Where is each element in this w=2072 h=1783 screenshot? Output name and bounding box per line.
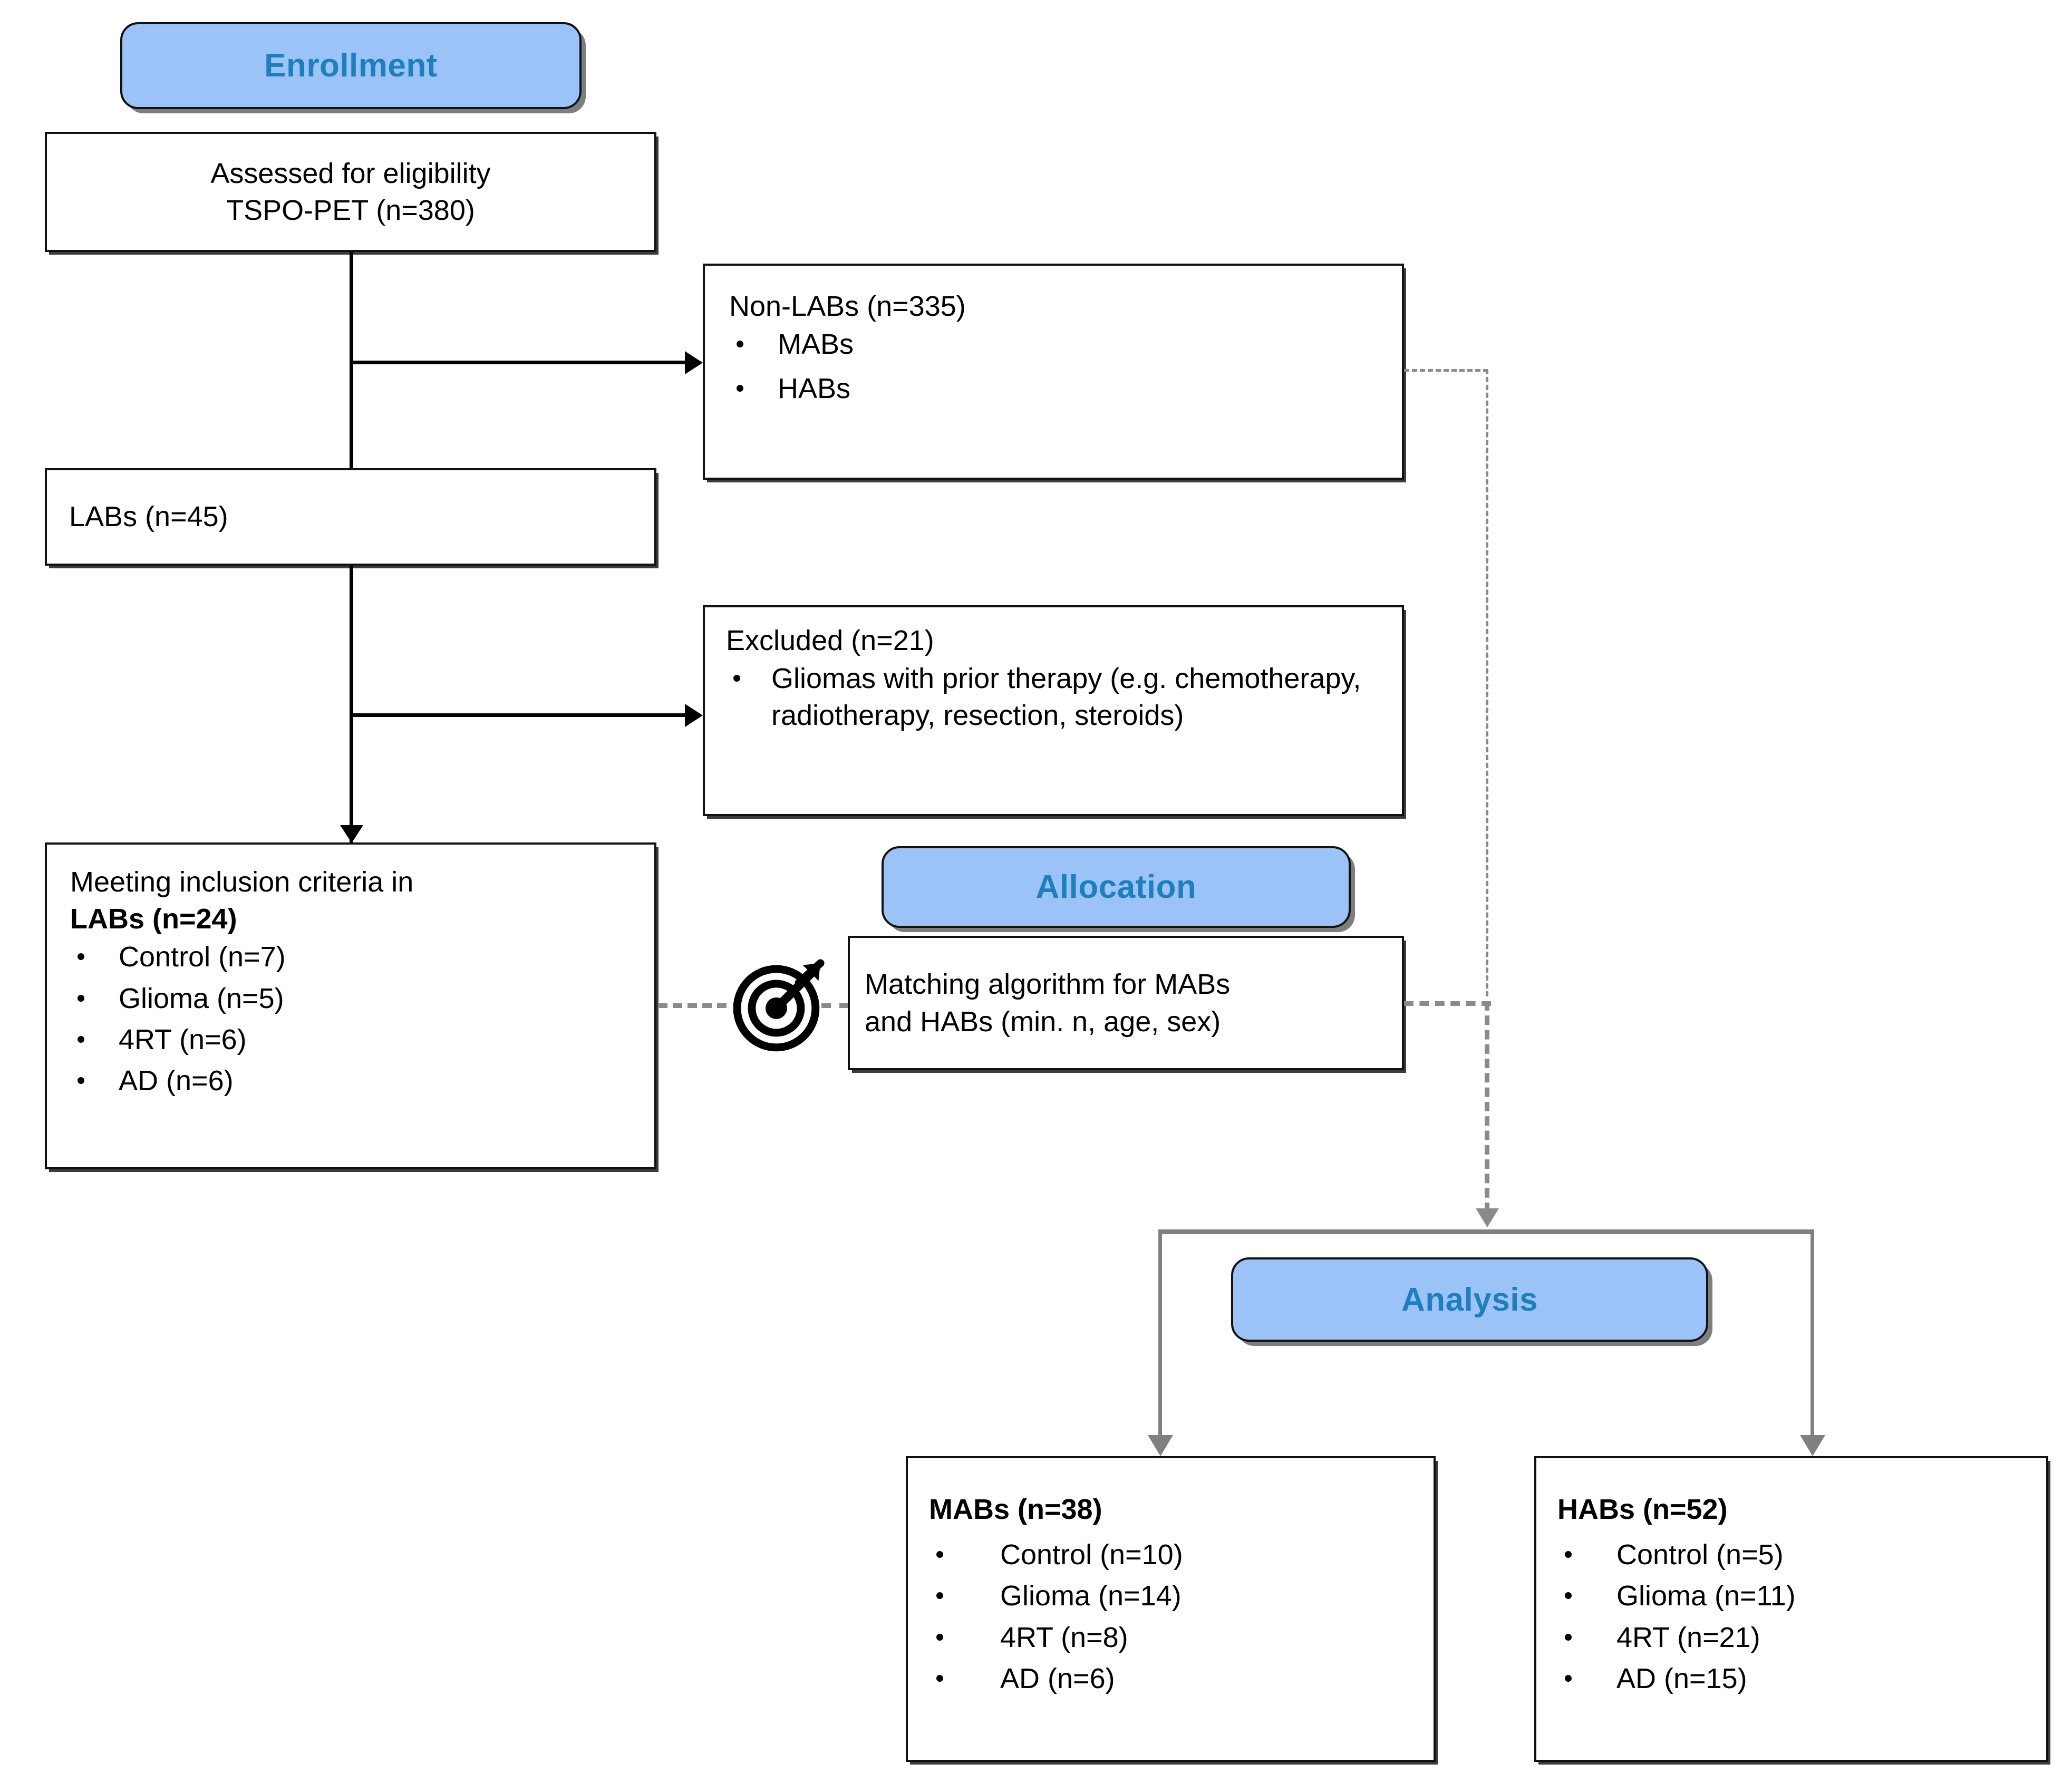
stage-pill-enrollment: Enrollment (120, 22, 582, 109)
arrow-to-inclusion (340, 825, 363, 843)
box-excluded: Excluded (n=21) Gliomas with prior thera… (703, 605, 1404, 816)
stage-label-enrollment: Enrollment (264, 47, 438, 84)
connector-analysis-right-drop (1810, 1229, 1814, 1440)
target-icon (730, 955, 828, 1053)
arrow-dashed-to-analysis (1476, 1208, 1499, 1227)
list-item: Glioma (n=5) (70, 980, 631, 1017)
list-item: Control (n=10) (929, 1536, 1412, 1573)
box-inclusion-criteria: Meeting inclusion criteria in LABs (n=24… (45, 842, 656, 1169)
stage-label-analysis: Analysis (1401, 1281, 1538, 1318)
arrow-analysis-to-mabs (1148, 1435, 1173, 1456)
connector-to-non-labs (350, 361, 698, 364)
stage-pill-allocation: Allocation (882, 846, 1351, 928)
stage-pill-analysis: Analysis (1231, 1257, 1708, 1342)
connector-eligibility-trunk (350, 252, 353, 468)
matching-line-1: Matching algorithm for MABs (865, 968, 1231, 1001)
box-assessed-eligibility: Assessed for eligibility TSPO-PET (n=380… (45, 132, 656, 252)
eligibility-line-1: Assessed for eligibility (210, 157, 491, 189)
mabs-title: MABs (n=38) (929, 1494, 1102, 1525)
list-item: AD (n=15) (1557, 1660, 2025, 1697)
list-item: Glioma (n=11) (1557, 1577, 2025, 1614)
list-item: Control (n=5) (1557, 1536, 2025, 1573)
connector-matching-to-analysis (1404, 1001, 1491, 1006)
list-item: AD (n=6) (70, 1062, 631, 1099)
list-item: 4RT (n=21) (1557, 1619, 2025, 1656)
matching-line-2: and HABs (min. n, age, sex) (865, 1005, 1221, 1038)
stage-label-allocation: Allocation (1035, 869, 1197, 905)
box-non-labs: Non-LABs (n=335) MABs HABs (703, 264, 1404, 480)
mabs-list: Control (n=10) Glioma (n=14) 4RT (n=8) A… (929, 1536, 1412, 1697)
connector-analysis-top-bar (1158, 1229, 1814, 1234)
list-item: 4RT (n=6) (70, 1021, 631, 1058)
connector-analysis-left-drop (1158, 1229, 1162, 1440)
connector-to-excluded (350, 713, 698, 717)
list-item: Glioma (n=14) (929, 1577, 1412, 1614)
box-matching-algorithm: Matching algorithm for MABs and HABs (mi… (848, 936, 1404, 1070)
list-item: MABs (729, 326, 1378, 363)
list-item: AD (n=6) (929, 1660, 1412, 1697)
non-labs-title: Non-LABs (n=335) (729, 290, 966, 322)
box-habs: HABs (n=52) Control (n=5) Glioma (n=11) … (1534, 1456, 2048, 1762)
excluded-title: Excluded (n=21) (726, 625, 934, 656)
inclusion-line-1: Meeting inclusion criteria in (70, 866, 414, 898)
box-labs-45: LABs (n=45) (45, 468, 656, 566)
inclusion-line-2: LABs (n=24) (70, 903, 237, 935)
arrow-analysis-to-habs (1800, 1435, 1825, 1456)
list-item: 4RT (n=8) (929, 1619, 1412, 1656)
labs-45-title: LABs (n=45) (69, 501, 228, 533)
arrow-to-non-labs (685, 351, 703, 374)
connector-non-labs-dashed-v (1486, 369, 1488, 996)
excluded-list: Gliomas with prior therapy (e.g. chemoth… (726, 660, 1381, 734)
connector-target-to-matching (821, 1003, 849, 1008)
list-item: Control (n=7) (70, 938, 631, 975)
list-item: HABs (729, 370, 1378, 407)
habs-title: HABs (n=52) (1557, 1494, 1728, 1525)
habs-list: Control (n=5) Glioma (n=11) 4RT (n=21) A… (1557, 1536, 2025, 1697)
box-mabs: MABs (n=38) Control (n=10) Glioma (n=14)… (906, 1456, 1436, 1762)
inclusion-list: Control (n=7) Glioma (n=5) 4RT (n=6) AD … (70, 938, 631, 1099)
eligibility-line-2: TSPO-PET (n=380) (226, 195, 475, 226)
list-item: Gliomas with prior therapy (e.g. chemoth… (726, 660, 1381, 734)
connector-dashed-down-to-analysis (1485, 1001, 1489, 1212)
connector-non-labs-dashed-h (1404, 369, 1488, 372)
non-labs-list: MABs HABs (729, 326, 1378, 407)
connector-labs45-trunk (350, 566, 353, 842)
arrow-to-excluded (685, 704, 703, 727)
connector-inclusion-to-target (658, 1003, 727, 1008)
